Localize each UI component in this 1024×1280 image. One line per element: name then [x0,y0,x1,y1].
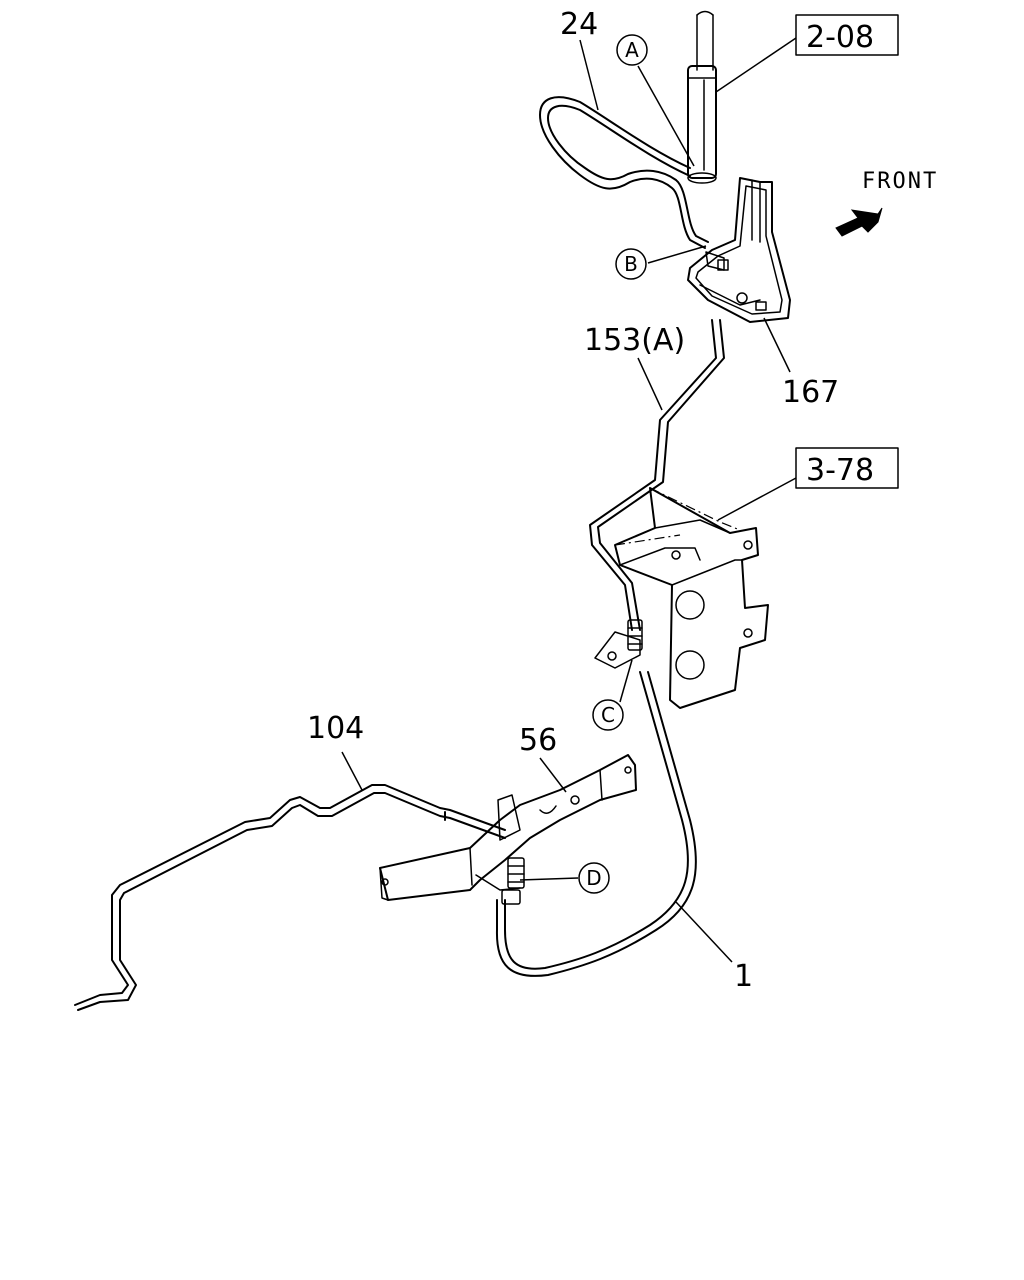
part-label-167: 167 [782,375,839,410]
bracket-3-78 [594,487,769,709]
pipe-24 [539,96,709,249]
joint-c-fitting [627,619,643,651]
marker-d: D [578,862,610,894]
part-label-24: 24 [560,7,598,42]
part-label-1: 1 [734,959,753,994]
marker-c-label: C [601,703,615,727]
marker-d-label: D [586,866,601,890]
ref-label-3-78: 3-78 [806,453,874,488]
ref-box-2-08: 2-08 [795,14,899,56]
part-label-104: 104 [307,711,364,746]
joint-d-fitting [501,857,525,905]
ref-box-3-78: 3-78 [795,447,899,489]
front-label: FRONT [862,169,938,194]
ref-label-2-08: 2-08 [806,20,874,55]
pipe-153a [589,319,725,631]
marker-b: B [615,248,647,280]
front-arrow: FRONT [835,169,938,237]
bracket-167 [687,177,791,323]
marker-b-label: B [624,252,638,276]
marker-c: C [592,699,624,731]
marker-a: A [616,34,648,66]
bracket-56 [379,754,637,901]
part-label-153a: 153(A) [584,323,685,358]
marker-a-label: A [625,38,639,62]
pipe-1 [495,671,697,977]
part-label-56: 56 [519,723,557,758]
leader-lines [341,37,797,963]
upper-cylinder-component [687,10,717,184]
pipe-104 [74,784,506,1011]
